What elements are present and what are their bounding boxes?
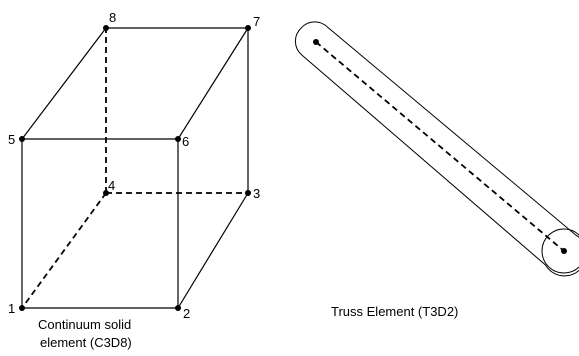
truss-node-1 bbox=[313, 39, 319, 45]
t3d2-element bbox=[294, 21, 579, 277]
node-label-2: 2 bbox=[183, 306, 190, 321]
node-8 bbox=[103, 25, 109, 31]
node-label-7: 7 bbox=[253, 14, 260, 29]
node-5 bbox=[19, 136, 25, 142]
node-label-6: 6 bbox=[182, 134, 189, 149]
node-label-4: 4 bbox=[108, 178, 115, 193]
node-1 bbox=[19, 305, 25, 311]
truss-outline bbox=[294, 21, 579, 277]
c3d8-caption-line1: Continuum solid bbox=[38, 317, 131, 332]
t3d2-caption: Truss Element (T3D2) bbox=[331, 304, 458, 319]
t3d2-nodes bbox=[313, 39, 567, 254]
truss-node-2 bbox=[561, 248, 567, 254]
node-2 bbox=[175, 305, 181, 311]
node-7 bbox=[245, 25, 251, 31]
truss-end-circle bbox=[541, 228, 579, 274]
node-label-3: 3 bbox=[253, 186, 260, 201]
node-label-1: 1 bbox=[8, 301, 15, 316]
c3d8-element bbox=[21, 27, 249, 309]
c3d8-caption-line2: element (C3D8) bbox=[40, 335, 132, 350]
node-label-5: 5 bbox=[8, 132, 15, 147]
node-label-8: 8 bbox=[109, 10, 116, 25]
node-3 bbox=[245, 190, 251, 196]
c3d8-nodes bbox=[19, 25, 251, 311]
edge-3-2 bbox=[177, 192, 249, 309]
edge-4-1-hidden bbox=[21, 192, 107, 309]
edge-6-7 bbox=[177, 27, 249, 140]
node-6 bbox=[175, 136, 181, 142]
node-4 bbox=[103, 190, 109, 196]
edge-5-8 bbox=[21, 27, 107, 140]
truss-centerline bbox=[315, 41, 565, 252]
